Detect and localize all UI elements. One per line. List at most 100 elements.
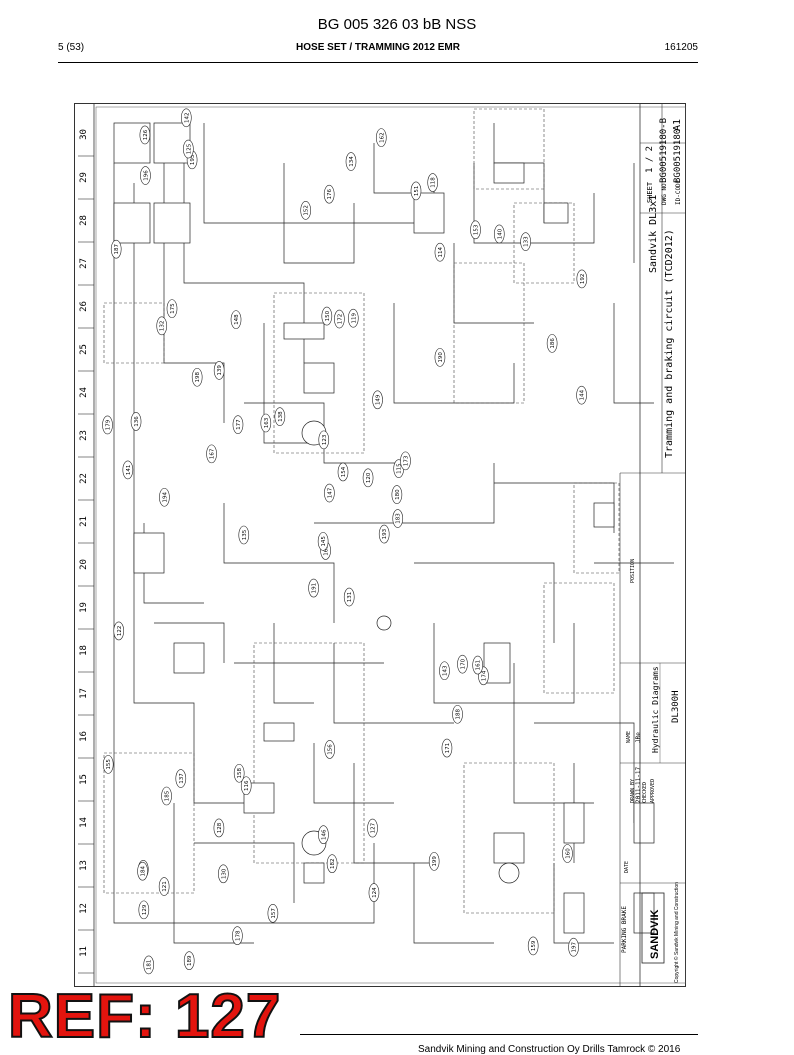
sheet-value: 1 / 2 bbox=[645, 146, 655, 173]
sheet-size: A1 bbox=[672, 119, 683, 131]
ref-label: REF: 127 bbox=[7, 982, 282, 1051]
grid-number: 20 bbox=[79, 559, 89, 570]
callout-number: 140 bbox=[497, 228, 503, 239]
callout-number: 136 bbox=[134, 416, 140, 427]
callout-number: 145 bbox=[321, 536, 327, 547]
id-code-label: ID-CODE bbox=[675, 179, 682, 205]
callout-number: 174 bbox=[481, 670, 487, 681]
callout-number: 157 bbox=[271, 908, 277, 919]
callout-number: 158 bbox=[237, 768, 243, 779]
callout-bubble: 155 bbox=[102, 755, 114, 774]
callout-number: 115 bbox=[397, 463, 403, 474]
grid-number: 19 bbox=[79, 602, 89, 613]
callout-number: 138 bbox=[278, 411, 284, 422]
callout-number: 150 bbox=[325, 310, 331, 321]
callout-bubble: 132 bbox=[156, 316, 168, 336]
callout-number: 135 bbox=[242, 529, 248, 540]
callout-number: 193 bbox=[382, 528, 388, 539]
callout-bubble: 183 bbox=[392, 509, 404, 528]
callout-bubble: 185 bbox=[161, 786, 172, 806]
callout-number: 172 bbox=[337, 314, 343, 325]
callout-number: 142 bbox=[184, 113, 190, 124]
callout-bubble: 122 bbox=[113, 621, 125, 641]
callout-bubble: 138 bbox=[274, 407, 286, 426]
callout-bubble: 152 bbox=[300, 201, 311, 220]
callout-bubble: 146 bbox=[318, 825, 329, 844]
footer-copyright: Sandvik Mining and Construction Oy Drill… bbox=[418, 1044, 681, 1055]
callout-number: 147 bbox=[327, 487, 333, 498]
drawn-name: JRe bbox=[635, 732, 642, 743]
callout-number: 163 bbox=[264, 417, 270, 428]
callout-bubble: 125 bbox=[183, 139, 194, 159]
callout-number: 132 bbox=[160, 321, 166, 332]
callout-bubble: 129 bbox=[138, 900, 150, 920]
grid-number: 27 bbox=[79, 258, 89, 269]
grid-number: 12 bbox=[79, 903, 89, 914]
callout-bubble: 145 bbox=[317, 532, 329, 551]
callout-number: 187 bbox=[114, 243, 120, 254]
callout-number: 186 bbox=[550, 338, 556, 349]
callout-bubble: 121 bbox=[158, 877, 170, 896]
callout-bubble: 130 bbox=[218, 864, 229, 884]
callout-number: 179 bbox=[106, 419, 112, 430]
callout-bubble: 133 bbox=[520, 232, 531, 251]
checked-label: CHECKED bbox=[642, 782, 648, 803]
callout-bubble: 149 bbox=[372, 390, 383, 410]
grid-number: 30 bbox=[79, 129, 89, 140]
callout-number: 148 bbox=[234, 314, 240, 325]
callout-number: 121 bbox=[162, 881, 168, 892]
callout-bubble: 147 bbox=[324, 483, 335, 503]
callout-number: 155 bbox=[106, 759, 112, 770]
dwg-no-label: DWG NO. bbox=[661, 180, 668, 205]
callout-number: 128 bbox=[217, 822, 223, 833]
callout-number: 178 bbox=[235, 930, 241, 941]
callout-bubble: 178 bbox=[232, 926, 243, 946]
callout-number: 184 bbox=[141, 865, 147, 876]
callout-bubble: 179 bbox=[102, 415, 113, 435]
callout-number: 120 bbox=[366, 472, 372, 483]
callout-number: 171 bbox=[445, 743, 451, 754]
callout-number: 156 bbox=[328, 744, 334, 755]
callout-bubble: 162 bbox=[375, 128, 387, 147]
grid-number: 24 bbox=[79, 387, 89, 398]
callout-number: 119 bbox=[351, 312, 357, 323]
document-subtitle: HOSE SET / TRAMMING 2012 EMR bbox=[296, 42, 460, 53]
callout-bubble: 180 bbox=[391, 485, 403, 504]
callout-bubble: 159 bbox=[527, 936, 539, 956]
callout-number: 183 bbox=[396, 513, 402, 524]
grid-number: 23 bbox=[79, 430, 89, 441]
callout-bubble: 150 bbox=[321, 306, 333, 326]
page-number: 5 (53) bbox=[58, 42, 85, 53]
drawing-title-1: Sandvik DL3x1 bbox=[648, 195, 659, 273]
callout-number: 188 bbox=[456, 708, 462, 719]
callout-number: 131 bbox=[347, 592, 353, 603]
grid-number: 11 bbox=[79, 946, 89, 957]
callout-bubble: 144 bbox=[576, 385, 587, 405]
callout-number: 151 bbox=[414, 186, 420, 197]
callout-bubble: 154 bbox=[337, 462, 349, 482]
callout-bubble: 136 bbox=[130, 412, 142, 431]
callout-bubble: 189 bbox=[183, 951, 195, 970]
position-label: POSITION bbox=[630, 559, 636, 583]
callout-bubble: 171 bbox=[441, 738, 453, 758]
callout-bubble: 156 bbox=[324, 740, 336, 759]
callout-bubble: 181 bbox=[143, 955, 155, 975]
callout-bubble: 175 bbox=[166, 299, 178, 318]
callout-number: 124 bbox=[372, 887, 378, 898]
callout-number: 194 bbox=[162, 492, 168, 503]
drawing-copyright: Copyright © Sandvik Mining and Construct… bbox=[673, 882, 680, 983]
grid-number: 22 bbox=[79, 473, 89, 484]
hydraulic-diagrams: Hydraulic Diagrams bbox=[651, 666, 660, 753]
callout-number: 192 bbox=[580, 274, 586, 285]
callout-bubble: 151 bbox=[410, 181, 422, 201]
callout-number: 160 bbox=[565, 848, 571, 859]
callout-number: 170 bbox=[460, 658, 466, 669]
callout-number: 146 bbox=[321, 829, 327, 840]
callout-number: 173 bbox=[403, 455, 409, 466]
callout-bubble: 134 bbox=[345, 152, 357, 171]
callout-number: 122 bbox=[117, 626, 123, 637]
drawn-by-label: DRAWN BY bbox=[630, 779, 636, 803]
callout-number: 125 bbox=[186, 143, 192, 154]
callout-bubble: 116 bbox=[240, 776, 252, 796]
